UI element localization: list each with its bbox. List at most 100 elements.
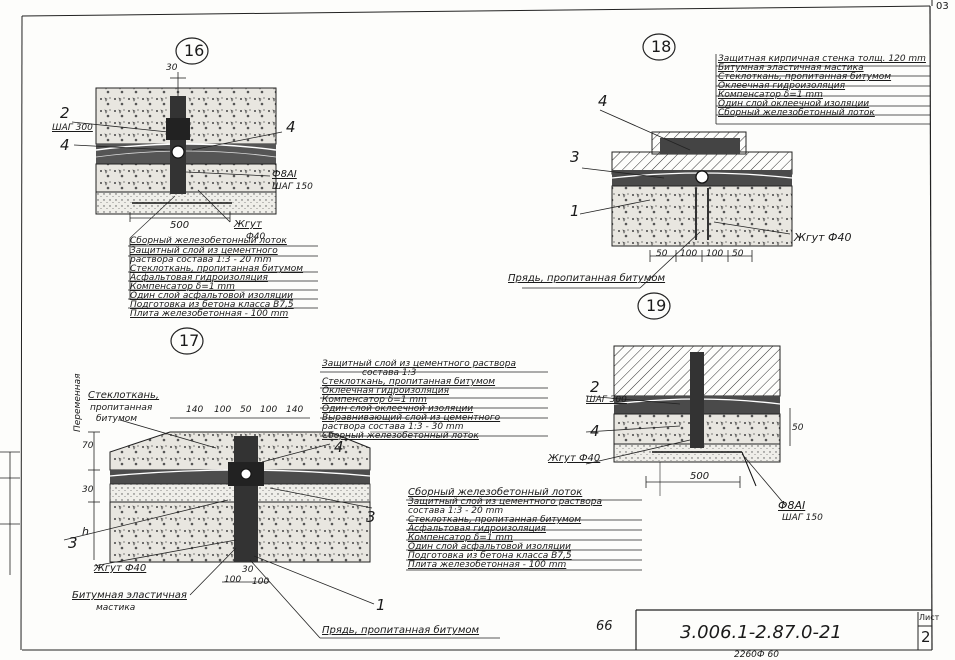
- detail-17-number: 17: [179, 331, 200, 350]
- detail-17-callout-4: 4: [334, 438, 344, 456]
- detail-19-rebar: Ф8АI: [778, 499, 806, 512]
- detail-19-callout-2-sub: ШАГ 300: [586, 395, 627, 405]
- detail-17-mastika-1: Битумная эластичная: [72, 590, 187, 601]
- detail-16-layer: Один слой асфальтовой изоляции: [130, 291, 293, 301]
- detail-19-layer: состава 1:3 - 20 mm: [408, 506, 504, 516]
- detail-16-number: 16: [184, 41, 205, 60]
- detail-16-layer: раствора состава 1:3 - 20 mm: [130, 255, 272, 265]
- detail-17-dim-top: 140: [286, 405, 304, 415]
- detail-16-callout-2: 2: [60, 104, 70, 122]
- detail-16-circle: [175, 37, 209, 65]
- detail-16-callout-4-left: 4: [60, 136, 70, 154]
- detail-18-layer: Сборный железобетонный лоток: [718, 108, 875, 118]
- detail-18-tray: [611, 185, 793, 247]
- detail-16-rebar: Ф8АI: [272, 169, 297, 180]
- bottom-cut-text: 2260Ф 60: [734, 650, 779, 660]
- detail-18-callout-4: 4: [598, 92, 608, 110]
- sheet-frame: [0, 0, 933, 651]
- detail-16-zhgut: Жгут: [234, 219, 262, 230]
- detail-17-peremennaya: Переменная: [73, 373, 83, 432]
- detail-17-layer: Выравнивающий слой из цементного: [322, 413, 501, 423]
- sheet-label: Лист: [919, 613, 940, 622]
- detail-16-layer: Сборный железобетонный лоток: [130, 236, 287, 246]
- detail-18-dim: 100: [706, 249, 724, 259]
- sheet-number: 2: [921, 628, 931, 646]
- detail-19-zhgut: Жгут Ф40: [548, 453, 601, 464]
- detail-17-zhgut: Жгут Ф40: [94, 563, 147, 574]
- detail-19-layer: Один слой асфальтовой изоляции: [408, 542, 571, 552]
- detail-17-dim-bottom: 100: [252, 577, 270, 587]
- detail-17-dim-bottom: 100: [224, 575, 242, 585]
- detail-17-section: [63, 327, 500, 639]
- detail-16-layer: Плита железобетонная - 100 mm: [130, 309, 289, 319]
- detail-17-dim-70: 70: [82, 441, 94, 451]
- detail-18-dim: 50: [732, 249, 744, 259]
- detail-17-steklotkan-3: битумом: [96, 414, 138, 424]
- detail-17-layer: Защитный слой из цементного раствора: [322, 359, 517, 369]
- detail-19-layer: Подготовка из бетона класса B7,5: [408, 551, 572, 561]
- detail-18-zhgut: Жгут Ф40: [794, 231, 852, 244]
- detail-17-dim-30: 30: [82, 485, 94, 495]
- detail-17-callout-3-right: 3: [366, 508, 376, 526]
- detail-18-dim: 100: [680, 249, 698, 259]
- detail-16-layer: Стеклоткань, пропитанная битумом: [130, 264, 304, 274]
- detail-19-callout-2: 2: [590, 378, 600, 396]
- detail-17-layer-list: Защитный слой из цементного раствора сос…: [322, 360, 516, 441]
- detail-17-layer: Стеклоткань, пропитанная битумом: [322, 377, 496, 387]
- detail-19-dim-500: 500: [690, 471, 710, 482]
- detail-16-layer-list: Сборный железобетонный лоток Защитный сл…: [130, 237, 303, 319]
- detail-16-layer: Асфальтовая гидроизоляция: [130, 273, 268, 283]
- detail-16-section: [71, 37, 283, 300]
- detail-19-layer: Компенсатор δ=1 mm: [408, 533, 513, 543]
- detail-17-dim-bottom: 30: [242, 565, 254, 575]
- detail-16-callout-2-sub: ШАГ 300: [52, 123, 93, 133]
- detail-19-number: 19: [646, 296, 667, 315]
- detail-17-steklotkan-1: Стеклоткань,: [88, 390, 160, 401]
- detail-19-layer: Плита железобетонная - 100 mm: [408, 560, 567, 570]
- detail-19-layer: Защитный слой из цементного раствора: [408, 497, 603, 507]
- detail-18-layer-list: Защитная кирпичная стенка толщ. 120 mm Б…: [718, 55, 926, 118]
- detail-17-layer: Оклеечная гидроизоляция: [322, 386, 450, 396]
- detail-16-rebar-sub: ШАГ 150: [272, 182, 313, 192]
- detail-18-callout-3: 3: [570, 148, 580, 166]
- detail-19-layer: Асфальтовая гидроизоляция: [408, 524, 546, 534]
- detail-19-layer: Стеклоткань, пропитанная битумом: [408, 515, 582, 525]
- detail-18-circle: [642, 33, 676, 61]
- detail-17-pryad: Прядь, пропитанная битумом: [322, 625, 480, 636]
- detail-17-dim-h: h: [82, 525, 89, 538]
- detail-19-dim-50: 50: [792, 423, 804, 433]
- detail-17-layer: Компенсатор δ=1 mm: [322, 395, 427, 405]
- detail-17-callout-3-left: 3: [68, 534, 78, 552]
- detail-19-layer-list: Сборный железобетонный лоток Защитный сл…: [408, 488, 602, 570]
- detail-18-layer: Защитная кирпичная стенка толщ. 120 mm: [718, 54, 926, 64]
- detail-17-dim-top: 100: [260, 405, 278, 415]
- margin-mark: 66: [596, 619, 613, 634]
- detail-18-dim: 50: [656, 249, 668, 259]
- detail-18-section: [522, 33, 793, 289]
- detail-19-circle: [637, 292, 671, 320]
- detail-16-dim-500: 500: [170, 220, 190, 231]
- detail-19-callout-4: 4: [590, 422, 600, 440]
- document-code: 3.006.1-2.87.0-21: [680, 622, 842, 643]
- detail-17-layer: раствора состава 1:3 - 30 mm: [322, 422, 464, 432]
- detail-16-dim-top: 30: [166, 63, 178, 73]
- detail-16-joint: [170, 96, 186, 194]
- detail-17-layer: Один слой оклеечной изоляции: [322, 404, 474, 414]
- detail-16-callout-4-right: 4: [286, 118, 296, 136]
- detail-17-mastika-2: мастика: [96, 603, 136, 613]
- detail-18-layer: Битумная эластичная мастика: [718, 63, 864, 73]
- detail-18-layer: Оклеечная гидроизоляция: [718, 81, 846, 91]
- detail-18-layer: Один слой оклеечной изоляции: [718, 99, 870, 109]
- detail-18-callout-1: 1: [570, 202, 580, 220]
- detail-18-layer: Стеклоткань, пропитанная битумом: [718, 72, 892, 82]
- detail-17-joint: [234, 436, 258, 562]
- detail-18-pryad: Прядь, пропитанная битумом: [508, 273, 666, 284]
- detail-19-layer: Сборный железобетонный лоток: [408, 487, 583, 498]
- detail-17-circle: [170, 327, 204, 355]
- detail-17-callout-1: 1: [376, 596, 386, 614]
- detail-17-steklotkan-2: пропитанная: [90, 403, 153, 413]
- detail-19-section: [585, 292, 791, 507]
- detail-17-dim-top: 100: [214, 405, 232, 415]
- detail-19-joint: [690, 352, 704, 448]
